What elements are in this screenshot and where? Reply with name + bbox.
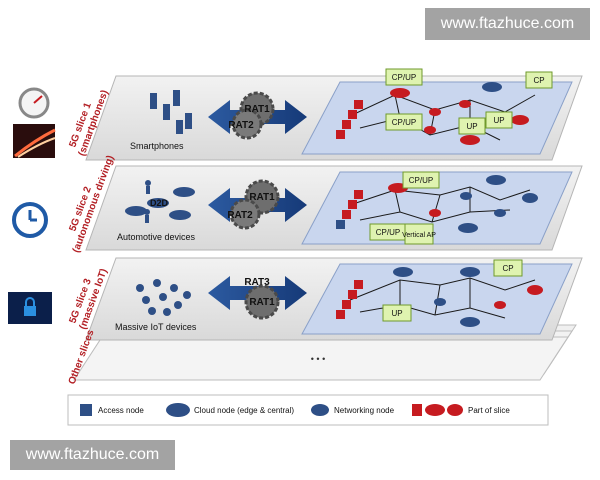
padlock-icon xyxy=(8,292,52,324)
slice-3-rat-arrow xyxy=(208,276,307,320)
legend-access-node: Access node xyxy=(98,406,144,415)
slice-1-box-cpup-1: CP/UP xyxy=(392,73,416,82)
slice-1-box-up-1: UP xyxy=(466,122,477,131)
slice-1-box-cp: CP xyxy=(533,76,544,85)
slice-2-network xyxy=(336,175,538,233)
slice-2-rat-top: RAT1 xyxy=(249,192,275,203)
watermark-top: www.ftazhuce.com xyxy=(425,8,590,40)
legend-networking-node: Networking node xyxy=(334,406,395,415)
slice-2-devices-label: Automotive devices xyxy=(117,232,196,242)
legend xyxy=(67,394,549,426)
slice-1-devices-label: Smartphones xyxy=(130,141,184,151)
slice-1-rat-top: RAT1 xyxy=(244,104,270,115)
slice-3-network xyxy=(336,267,543,327)
slice-2-vertical-ap: Vertical AP xyxy=(402,232,436,239)
slice-1-network-panel xyxy=(301,81,573,155)
slice-2-rat-bottom: RAT2 xyxy=(227,210,253,221)
function-boxes xyxy=(369,68,553,322)
slice-3-rat-bottom: RAT1 xyxy=(249,297,275,308)
slice-2-box-cpup-2: CP/UP xyxy=(376,228,400,237)
slice-3-box-cp: CP xyxy=(502,264,513,273)
watermark-bottom: www.ftazhuce.com xyxy=(10,440,175,470)
slice-2-rat-arrow xyxy=(208,179,307,230)
slice-1-devices xyxy=(150,90,192,134)
slice-3-devices-label: Massive IoT devices xyxy=(115,322,197,332)
slice-3-rat-top: RAT3 xyxy=(244,277,270,288)
slice-2-devices xyxy=(125,180,195,223)
slice-1-rat-arrow xyxy=(208,91,307,140)
slice-2-d2d-label: D2D xyxy=(150,198,169,208)
highway-lights-icon xyxy=(13,124,56,158)
slice-3-devices xyxy=(136,279,191,316)
speedometer-icon xyxy=(18,87,50,119)
slice-1-box-cpup-2: CP/UP xyxy=(392,118,416,127)
slice-1-rat-bottom: RAT2 xyxy=(228,120,254,131)
slice-1-box-up-2: UP xyxy=(493,116,504,125)
slice-2-box-cpup-1: CP/UP xyxy=(409,176,433,185)
legend-part-of-slice: Part of slice xyxy=(468,406,510,415)
more-slices-ellipsis: • • • xyxy=(311,354,325,364)
legend-cloud-node: Cloud node (edge & central) xyxy=(194,406,294,415)
clock-icon xyxy=(12,202,48,238)
slice-3-box-up: UP xyxy=(391,309,402,318)
